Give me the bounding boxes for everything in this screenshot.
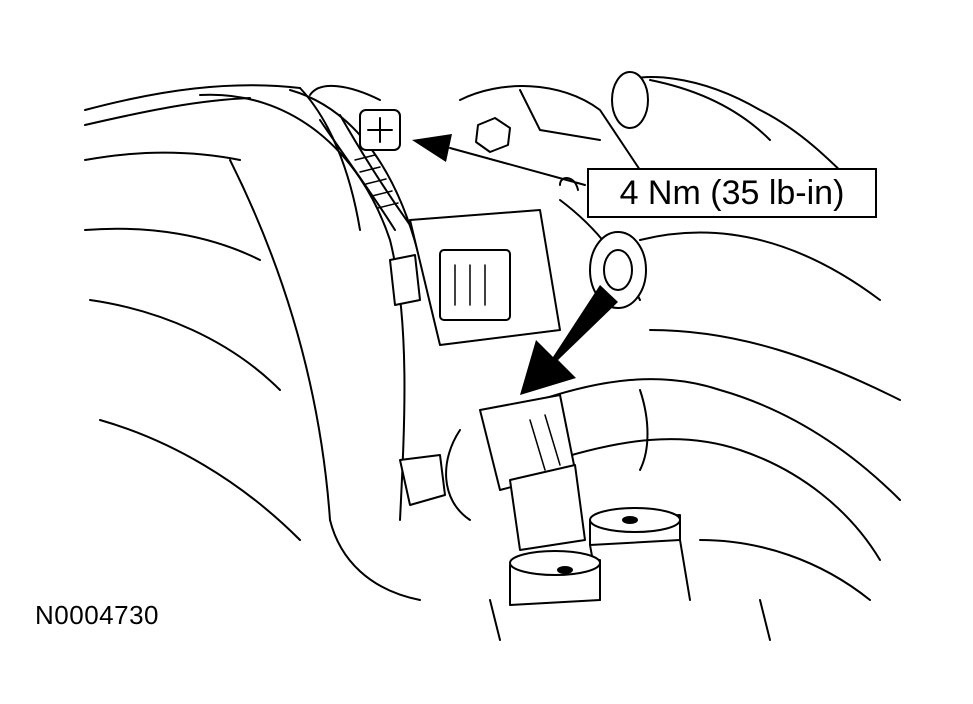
hose-clamp bbox=[309, 84, 411, 231]
torque-callout: 4 Nm (35 lb-in) bbox=[587, 168, 877, 218]
callout-arrow-clamp bbox=[412, 134, 586, 186]
figure-id: N0004730 bbox=[35, 600, 159, 630]
vacuum-hose bbox=[445, 378, 901, 561]
electrical-connector bbox=[389, 209, 561, 346]
callout-arrow-hose bbox=[520, 285, 618, 395]
torque-label: 4 Nm (35 lb-in) bbox=[619, 173, 845, 212]
intake-tube bbox=[84, 84, 421, 601]
lower-fittings bbox=[399, 454, 871, 641]
